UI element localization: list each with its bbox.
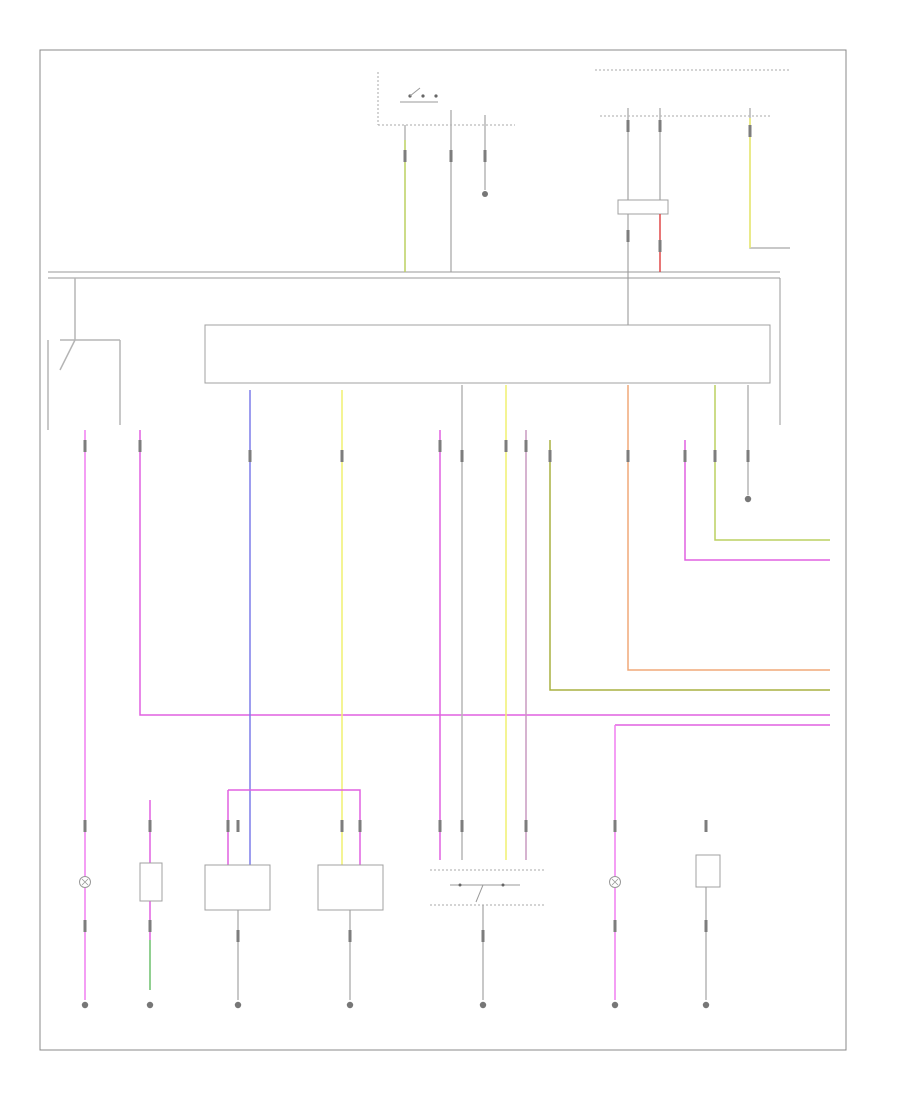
wire-cross-lamps	[228, 789, 361, 870]
left-fuse	[47, 278, 121, 430]
ground-point	[146, 1001, 154, 1009]
wire-right-2	[714, 385, 830, 541]
wire-left-cross	[139, 430, 830, 716]
wire-orange	[627, 385, 830, 671]
ground-point	[234, 1001, 242, 1009]
lamp-housing	[204, 864, 271, 911]
wire-olive	[549, 440, 830, 691]
bulb-filament	[81, 878, 89, 886]
lamp-housing	[695, 854, 721, 888]
bulb-filament	[611, 878, 619, 886]
fuse-box	[595, 69, 790, 340]
ground-point	[702, 1001, 710, 1009]
ground-point	[346, 1001, 354, 1009]
hazard-switch	[430, 869, 545, 906]
lamp-housing	[317, 864, 384, 911]
diagram-frame	[39, 49, 847, 1051]
ground-point	[611, 1001, 619, 1009]
ground-point	[81, 1001, 89, 1009]
ignition-switch	[377, 72, 515, 272]
lamp-housing	[139, 862, 163, 902]
components	[79, 120, 752, 1009]
wires	[84, 118, 830, 1000]
wire-right-1	[684, 440, 830, 561]
body-control-module	[204, 324, 771, 384]
ground-point	[479, 1001, 487, 1009]
ground-point	[744, 495, 752, 503]
